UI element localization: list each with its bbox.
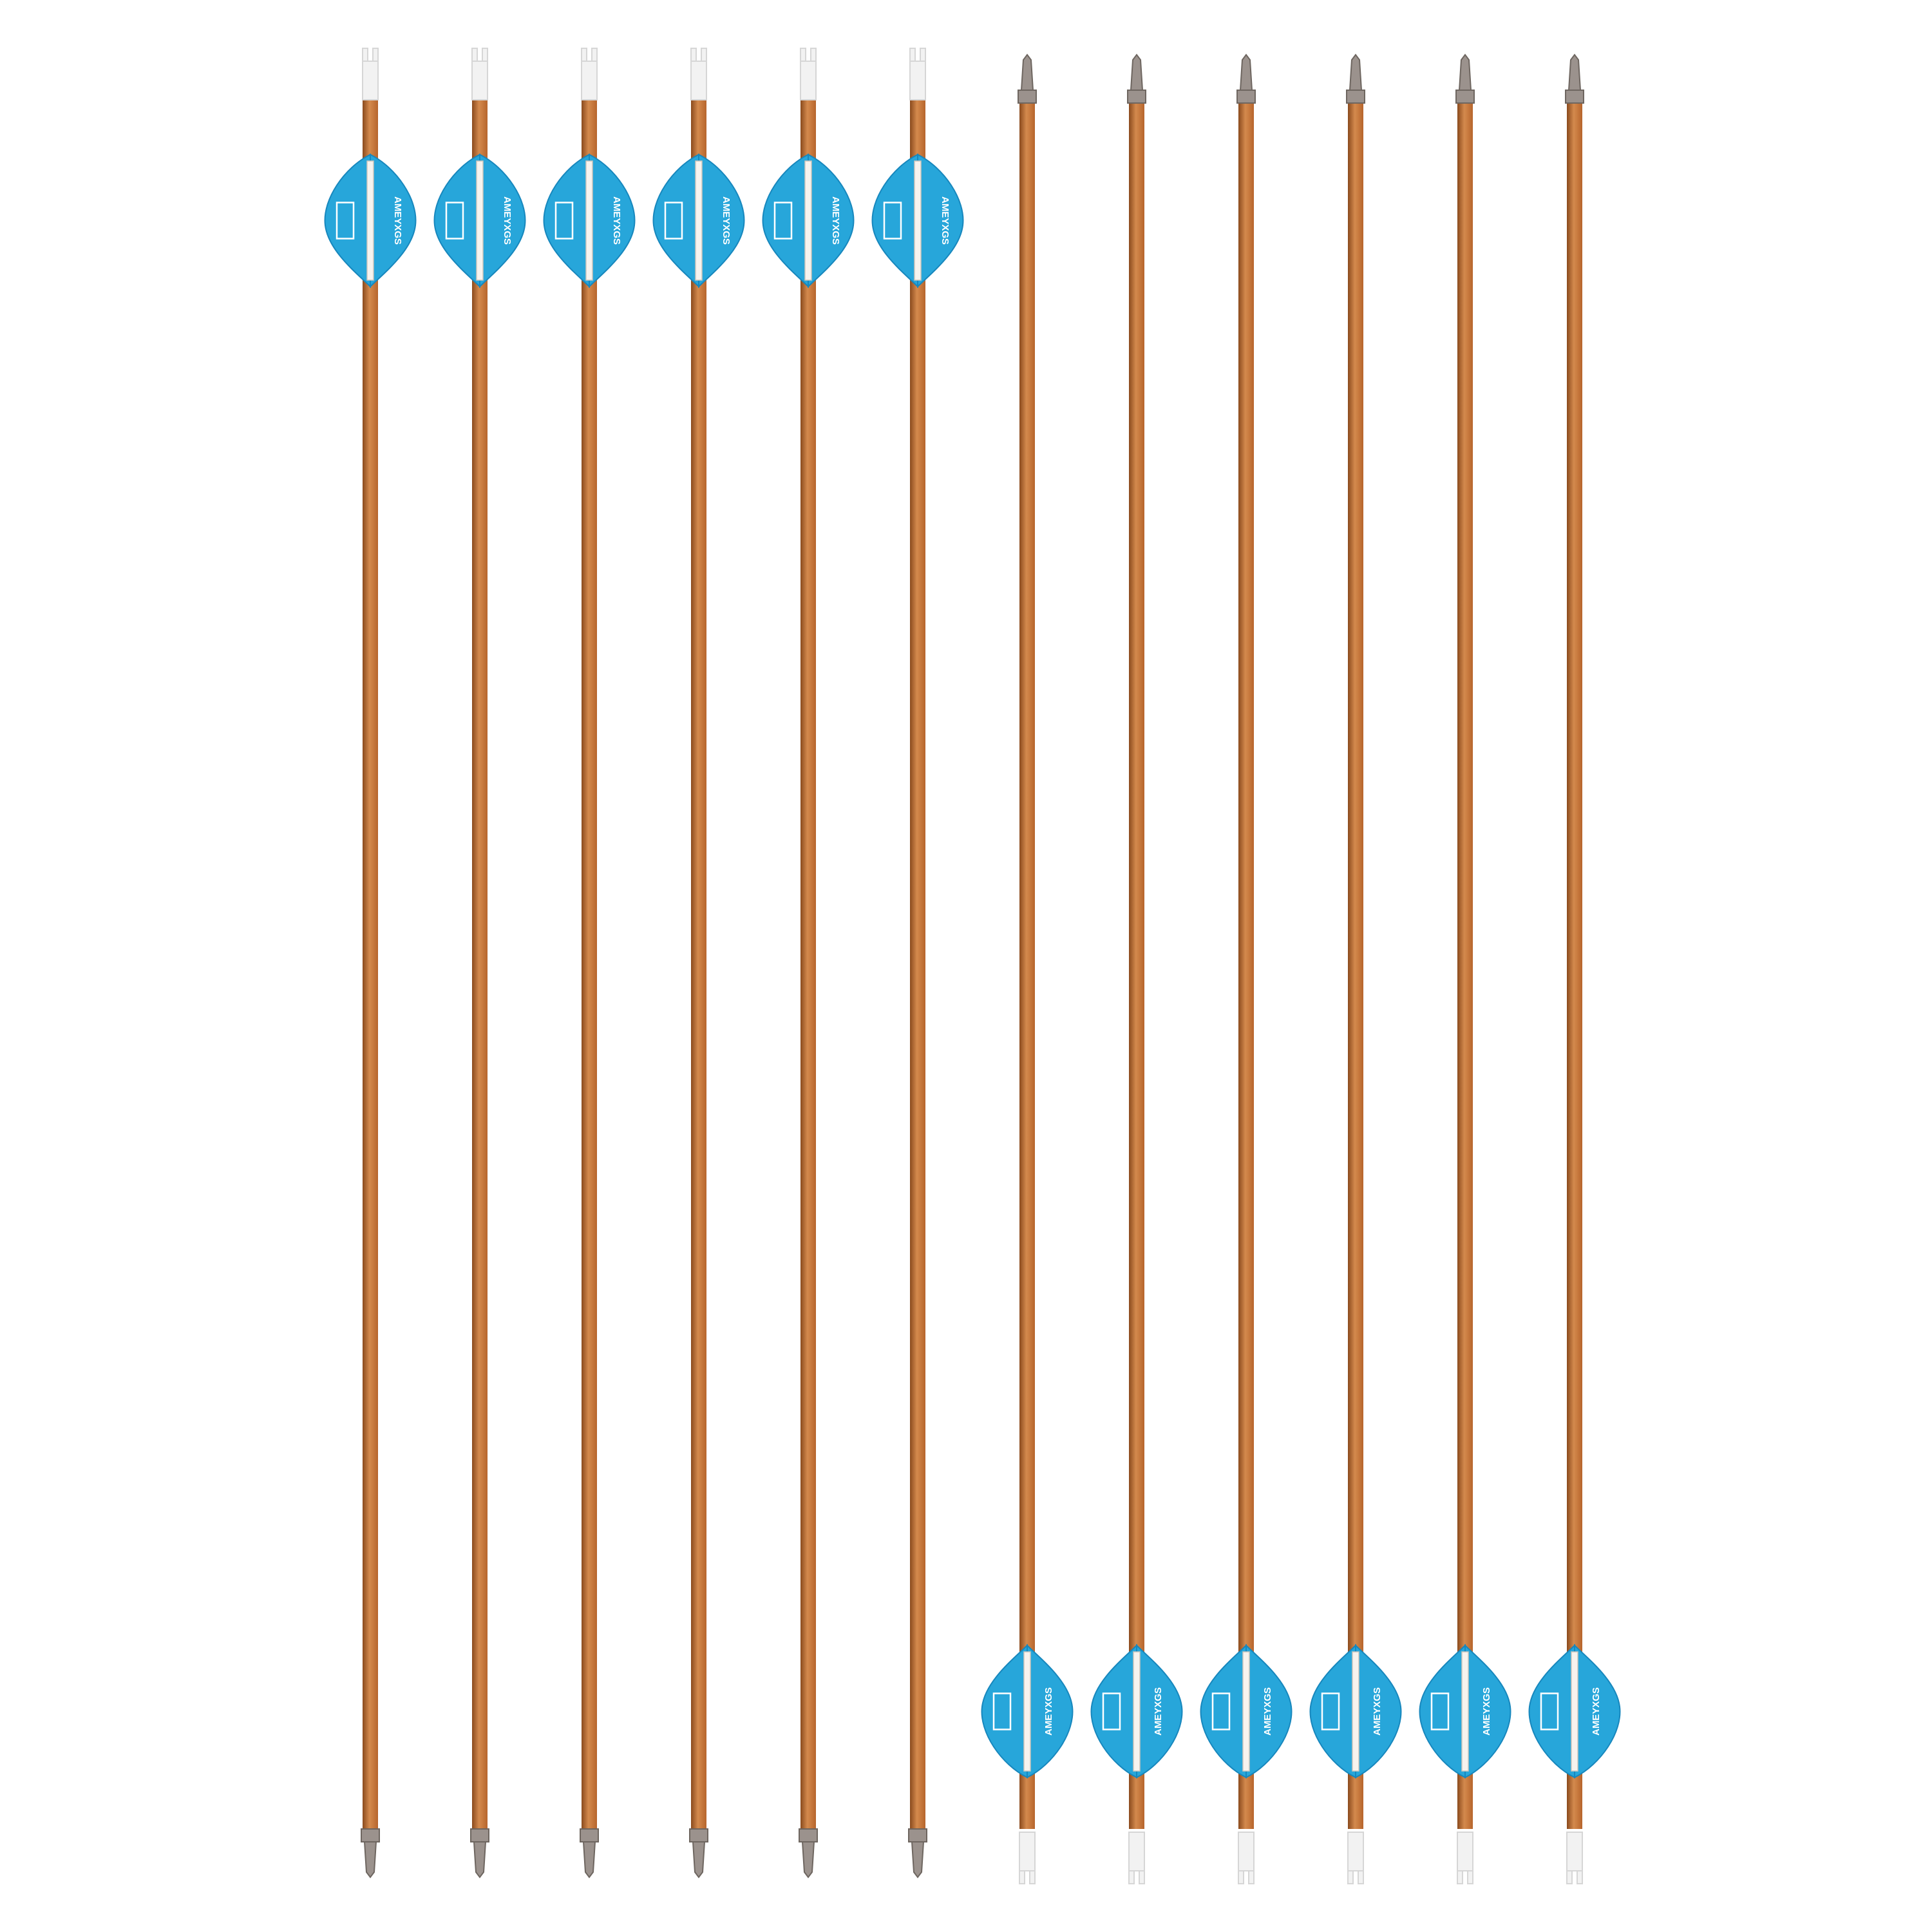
nock [1128, 1832, 1145, 1884]
arrow-shaft [1019, 97, 1035, 1829]
vane-logo-box [773, 202, 793, 240]
cock-vane [914, 160, 922, 281]
cock-vane [1023, 1651, 1031, 1772]
vane-logo-box [883, 202, 902, 240]
vane-logo-box [992, 1692, 1012, 1730]
arrow-shaft [1457, 97, 1473, 1829]
vane-brand-text: AMEYXGS [1262, 1687, 1273, 1736]
arrow: AMEYXGS [652, 48, 745, 1879]
cock-vane [1242, 1651, 1250, 1772]
arrow-tip [361, 1828, 380, 1879]
fletching-vane: AMEYXGS [1419, 1643, 1511, 1779]
fletching-vane: AMEYXGS [543, 153, 636, 289]
arrow-tip [799, 1828, 818, 1879]
nock [800, 48, 817, 100]
arrow: AMEYXGS [1528, 53, 1621, 1884]
cock-vane [366, 160, 374, 281]
arrow-tip [1565, 53, 1584, 104]
arrow-tip [1346, 53, 1365, 104]
arrow: AMEYXGS [871, 48, 964, 1879]
vane-logo-box [1211, 1692, 1231, 1730]
vane-logo-box [664, 202, 683, 240]
vane-brand-text: AMEYXGS [611, 196, 622, 245]
vane-brand-text: AMEYXGS [392, 196, 403, 245]
fletching-vane: AMEYXGS [1200, 1643, 1293, 1779]
arrow-tip [908, 1828, 927, 1879]
arrow-tip [470, 1828, 489, 1879]
arrow-tip [1018, 53, 1037, 104]
fletching-vane: AMEYXGS [762, 153, 855, 289]
vane-logo-box [554, 202, 574, 240]
nock [690, 48, 707, 100]
arrow: AMEYXGS [1309, 53, 1402, 1884]
vane-logo-box [336, 202, 355, 240]
arrow-shaft [1567, 97, 1582, 1829]
arrow: AMEYXGS [1419, 53, 1511, 1884]
vane-brand-text: AMEYXGS [1153, 1687, 1164, 1736]
arrow-shaft [1129, 97, 1144, 1829]
fletching-vane: AMEYXGS [871, 153, 964, 289]
fletching-vane: AMEYXGS [1309, 1643, 1402, 1779]
nock [471, 48, 488, 100]
nock [1347, 1832, 1364, 1884]
arrow: AMEYXGS [324, 48, 417, 1879]
nock [581, 48, 598, 100]
nock [1457, 1832, 1473, 1884]
cock-vane [476, 160, 484, 281]
fletching-vane: AMEYXGS [433, 153, 526, 289]
arrow-shaft [800, 100, 816, 1835]
fletching-vane: AMEYXGS [1090, 1643, 1183, 1779]
vane-brand-text: AMEYXGS [830, 196, 841, 245]
vane-logo-box [445, 202, 464, 240]
vane-brand-text: AMEYXGS [940, 196, 951, 245]
vane-brand-text: AMEYXGS [1591, 1687, 1602, 1736]
nock [909, 48, 926, 100]
arrow-set: AMEYXGS AMEYXGS AMEYXGS AMEYXGS AMEYXGS AMEYX… [324, 48, 1621, 1884]
arrow-shaft [1348, 97, 1363, 1829]
arrow: AMEYXGS [762, 48, 855, 1879]
vane-logo-box [1321, 1692, 1340, 1730]
arrow-shaft [582, 100, 597, 1835]
cock-vane [585, 160, 593, 281]
cock-vane [804, 160, 812, 281]
vane-brand-text: AMEYXGS [502, 196, 513, 245]
arrow: AMEYXGS [981, 53, 1074, 1884]
cock-vane [695, 160, 703, 281]
nock [1019, 1832, 1036, 1884]
fletching-vane: AMEYXGS [652, 153, 745, 289]
arrow-shaft [691, 100, 706, 1835]
cock-vane [1571, 1651, 1578, 1772]
vane-brand-text: AMEYXGS [1481, 1687, 1492, 1736]
arrow-shaft [363, 100, 378, 1835]
vane-brand-text: AMEYXGS [1043, 1687, 1054, 1736]
cock-vane [1461, 1651, 1469, 1772]
cock-vane [1133, 1651, 1141, 1772]
cock-vane [1352, 1651, 1359, 1772]
arrow-shaft [472, 100, 488, 1835]
vane-brand-text: AMEYXGS [1372, 1687, 1383, 1736]
vane-logo-box [1102, 1692, 1121, 1730]
vane-logo-box [1430, 1692, 1450, 1730]
nock [362, 48, 379, 100]
arrow-tip [689, 1828, 708, 1879]
fletching-vane: AMEYXGS [324, 153, 417, 289]
arrow: AMEYXGS [1200, 53, 1293, 1884]
nock [1566, 1832, 1583, 1884]
arrow: AMEYXGS [1090, 53, 1183, 1884]
nock [1238, 1832, 1255, 1884]
arrow-tip [580, 1828, 599, 1879]
vane-logo-box [1540, 1692, 1559, 1730]
arrow-shaft [1238, 97, 1254, 1829]
arrow-shaft [910, 100, 925, 1835]
arrow-tip [1455, 53, 1475, 104]
arrow: AMEYXGS [543, 48, 636, 1879]
vane-brand-text: AMEYXGS [721, 196, 732, 245]
arrow: AMEYXGS [433, 48, 526, 1879]
fletching-vane: AMEYXGS [1528, 1643, 1621, 1779]
fletching-vane: AMEYXGS [981, 1643, 1074, 1779]
arrow-tip [1127, 53, 1146, 104]
arrow-tip [1236, 53, 1256, 104]
